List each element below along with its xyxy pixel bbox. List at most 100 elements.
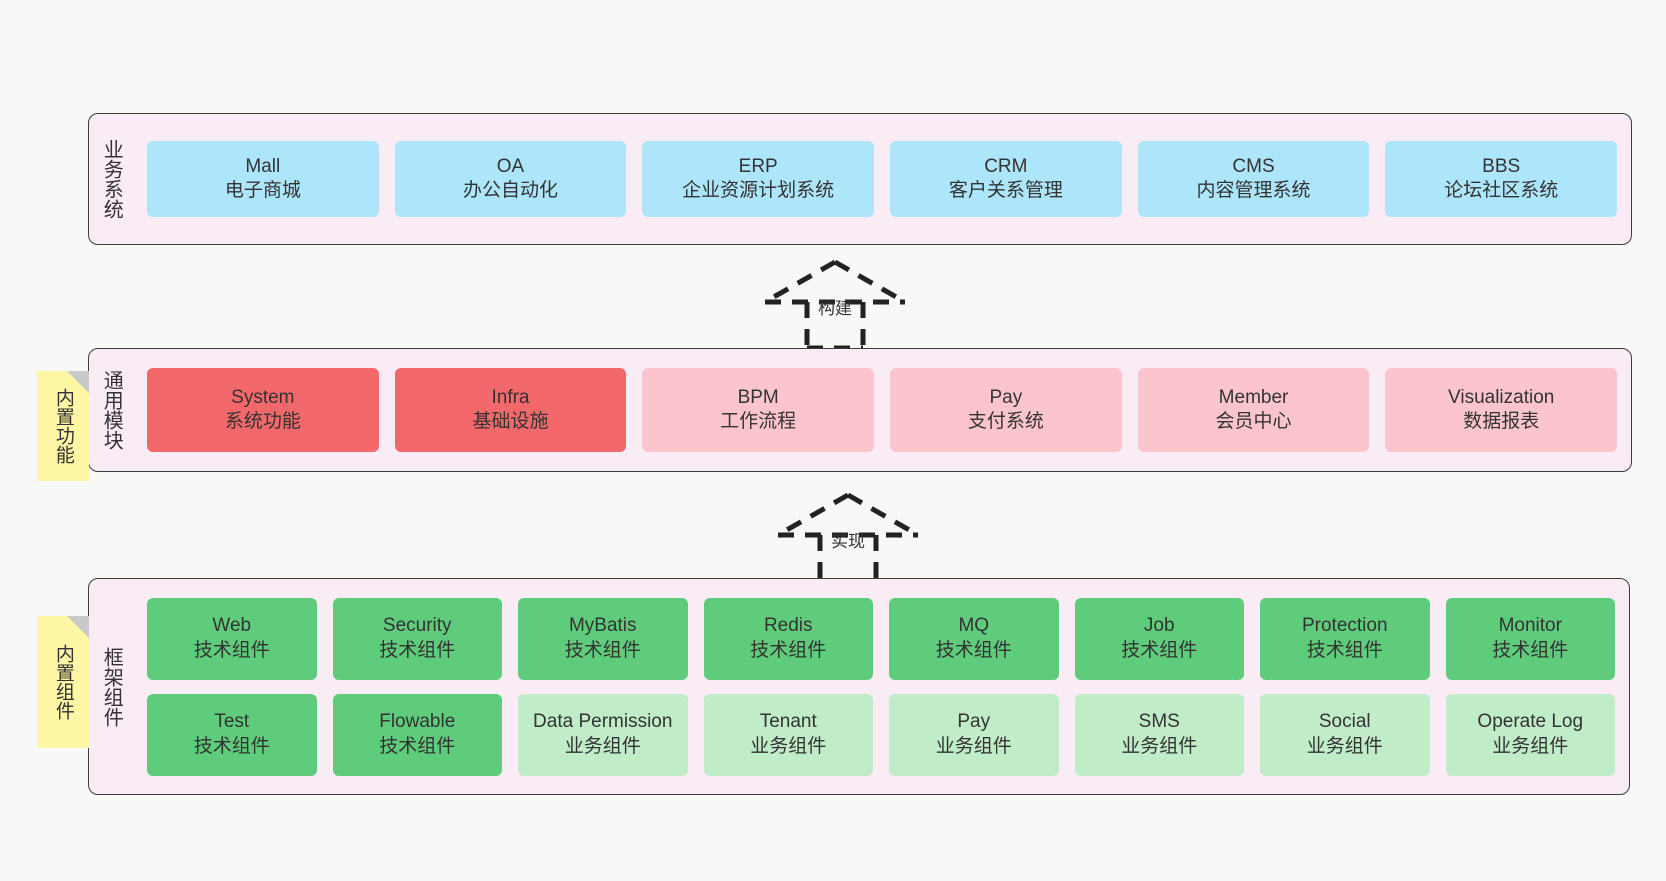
node-subtitle: 技术组件 [1492, 639, 1569, 661]
node-mybatis[interactable]: MyBatis 技术组件 [518, 597, 688, 680]
node-title: SMS [1138, 711, 1180, 733]
node-title: OA [496, 155, 525, 177]
node-title: Pay [957, 711, 991, 733]
node-security[interactable]: Security 技术组件 [332, 597, 502, 680]
node-title: Monitor [1498, 615, 1562, 637]
node-infra[interactable]: Infra 基础设施 [394, 368, 627, 452]
node-title: Member [1218, 386, 1289, 408]
node-subtitle: 办公自动化 [463, 180, 559, 201]
node-title: Redis [763, 615, 813, 637]
node-tenant[interactable]: Tenant 业务组件 [703, 693, 873, 776]
node-subtitle: 技术组件 [935, 639, 1012, 661]
node-subtitle: 技术组件 [750, 639, 827, 661]
node-title: System [231, 386, 295, 408]
connector-implement-label: 实现 [831, 532, 865, 551]
layer-body-common-module: System 系统功能 Infra 基础设施 BPM 工作流程 Pay 支付系统… [133, 349, 1631, 471]
node-oa[interactable]: OA 办公自动化 [394, 141, 627, 217]
node-redis[interactable]: Redis 技术组件 [703, 597, 873, 680]
node-subtitle: 客户关系管理 [948, 180, 1063, 201]
node-subtitle: 业务组件 [1121, 735, 1198, 757]
layer-common-module: 通用模块 System 系统功能 Infra 基础设施 BPM 工作流程 Pay… [88, 348, 1632, 472]
node-cms[interactable]: CMS 内容管理系统 [1137, 141, 1370, 217]
node-subtitle: 基础设施 [472, 411, 549, 432]
framework-business-row: Test 技术组件 Flowable 技术组件 Data Permission … [147, 693, 1615, 776]
node-member[interactable]: Member 会员中心 [1137, 368, 1370, 452]
node-title: BPM [737, 386, 779, 408]
node-pay[interactable]: Pay 支付系统 [890, 368, 1122, 452]
node-title: Tenant [759, 711, 817, 733]
node-title: Security [382, 615, 452, 637]
node-subtitle: 内容管理系统 [1196, 180, 1311, 201]
node-bbs[interactable]: BBS 论坛社区系统 [1385, 141, 1618, 217]
node-subtitle: 技术组件 [379, 639, 456, 661]
node-title: Mall [245, 155, 281, 177]
layer-label-framework-component: 框架组件 [100, 646, 123, 727]
node-subtitle: 企业资源计划系统 [682, 180, 835, 201]
node-monitor[interactable]: Monitor 技术组件 [1445, 597, 1615, 680]
layer-body-business-system: Mall 电子商城 OA 办公自动化 ERP 企业资源计划系统 CRM 客户关系… [133, 114, 1631, 244]
note-builtin-component: 内置组件 [37, 616, 89, 748]
node-test[interactable]: Test 技术组件 [147, 693, 317, 776]
connector-build: 构建 [755, 256, 915, 351]
node-bpm[interactable]: BPM 工作流程 [642, 368, 875, 452]
node-title: Operate Log [1477, 711, 1584, 733]
layer-label-business-system: 业务系统 [100, 139, 123, 219]
node-title: Pay [989, 386, 1023, 408]
node-title: ERP [738, 155, 778, 177]
node-subtitle: 技术组件 [1121, 639, 1198, 661]
node-subtitle: 支付系统 [967, 411, 1044, 432]
node-data-permission[interactable]: Data Permission 业务组件 [518, 693, 688, 776]
node-title: Job [1143, 615, 1175, 637]
note-label: 内置组件 [52, 644, 74, 720]
node-web[interactable]: Web 技术组件 [147, 597, 317, 680]
business-system-row: Mall 电子商城 OA 办公自动化 ERP 企业资源计划系统 CRM 客户关系… [147, 141, 1618, 217]
layer-body-framework-component: Web 技术组件 Security 技术组件 MyBatis 技术组件 Redi… [133, 579, 1629, 794]
node-title: Infra [491, 386, 530, 408]
node-title: BBS [1482, 155, 1521, 177]
node-subtitle: 技术组件 [379, 735, 456, 757]
node-subtitle: 电子商城 [224, 180, 301, 201]
folded-corner-icon [67, 616, 89, 638]
node-subtitle: 业务组件 [750, 735, 827, 757]
node-title: Flowable [379, 711, 456, 733]
note-label: 内置功能 [52, 388, 74, 464]
node-mall[interactable]: Mall 电子商城 [147, 141, 379, 217]
node-pay-business[interactable]: Pay 业务组件 [889, 693, 1059, 776]
layer-business-system: 业务系统 Mall 电子商城 OA 办公自动化 ERP 企业资源计划系统 CRM… [88, 113, 1632, 245]
node-title: Visualization [1448, 386, 1555, 408]
node-flowable[interactable]: Flowable 技术组件 [332, 693, 502, 776]
node-subtitle: 业务组件 [935, 735, 1012, 757]
node-title: Web [212, 615, 252, 637]
node-job[interactable]: Job 技术组件 [1074, 597, 1244, 680]
common-module-row: System 系统功能 Infra 基础设施 BPM 工作流程 Pay 支付系统… [147, 368, 1618, 452]
node-crm[interactable]: CRM 客户关系管理 [890, 141, 1122, 217]
connector-build-label: 构建 [818, 299, 852, 318]
node-subtitle: 技术组件 [193, 639, 270, 661]
node-title: CMS [1232, 155, 1275, 177]
node-subtitle: 数据报表 [1463, 411, 1540, 432]
node-subtitle: 业务组件 [1306, 735, 1383, 757]
node-subtitle: 会员中心 [1215, 411, 1292, 432]
node-erp[interactable]: ERP 企业资源计划系统 [642, 141, 875, 217]
layer-label-common-module: 通用模块 [100, 370, 123, 450]
node-system[interactable]: System 系统功能 [147, 368, 379, 452]
node-subtitle: 系统功能 [224, 411, 301, 432]
node-title: Data Permission [533, 711, 673, 733]
node-title: Test [214, 711, 250, 733]
node-social[interactable]: Social 业务组件 [1260, 693, 1430, 776]
node-subtitle: 技术组件 [564, 639, 641, 661]
node-mq[interactable]: MQ 技术组件 [889, 597, 1059, 680]
node-subtitle: 技术组件 [1306, 639, 1383, 661]
node-sms[interactable]: SMS 业务组件 [1074, 693, 1244, 776]
node-visualization[interactable]: Visualization 数据报表 [1385, 368, 1618, 452]
node-operate-log[interactable]: Operate Log 业务组件 [1445, 693, 1615, 776]
node-protection[interactable]: Protection 技术组件 [1260, 597, 1430, 680]
node-title: Social [1318, 711, 1371, 733]
node-title: Protection [1301, 615, 1388, 637]
node-title: MQ [958, 615, 990, 637]
node-subtitle: 工作流程 [720, 411, 797, 432]
node-subtitle: 技术组件 [193, 735, 270, 757]
note-builtin-function: 内置功能 [37, 371, 89, 481]
node-title: CRM [984, 155, 1028, 177]
